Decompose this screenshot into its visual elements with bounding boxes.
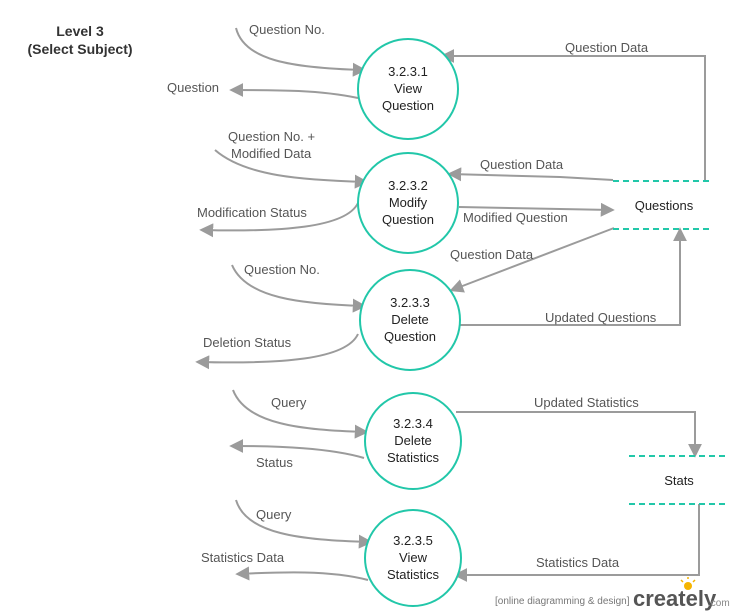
flow-p1-store-in (440, 49, 706, 182)
process-label-line1: Delete (394, 433, 432, 448)
diagram-title-line2: (Select Subject) (27, 41, 132, 57)
flow-p2-store-out (458, 202, 615, 217)
process-id: 3.2.3.5 (393, 533, 433, 548)
flow-p5-in (235, 499, 373, 549)
flow-label-p2-store-in: Question Data (480, 157, 564, 172)
process-id: 3.2.3.2 (388, 178, 428, 193)
flow-p3-in (231, 264, 367, 313)
process-label-line1: View (399, 550, 428, 565)
flow-p2-in (214, 149, 369, 189)
datastore-label: Stats (664, 473, 694, 488)
process-3-2-3-2[interactable]: 3.2.3.2 Modify Question (357, 152, 459, 254)
flow-label-p4-store-out: Updated Statistics (534, 395, 639, 410)
diagram-title-line1: Level 3 (56, 23, 104, 39)
flow-p4-in (232, 389, 369, 439)
brand-suffix: .com (708, 598, 730, 609)
process-label-line2: Question (382, 98, 434, 113)
flow-label-p3-out: Deletion Status (203, 335, 292, 350)
footer-tagline: [online diagramming & design] (495, 596, 630, 607)
flow-label-p2-out: Modification Status (197, 205, 307, 220)
flow-p5-store-in (453, 504, 700, 582)
flow-label-p1-store-in: Question Data (565, 40, 649, 55)
flow-label-p5-store-in: Statistics Data (536, 555, 620, 570)
flow-p1-in (235, 27, 367, 77)
flow-p3-out (195, 333, 359, 370)
flow-p2-store-in (447, 167, 614, 182)
process-label-line2: Question (384, 329, 436, 344)
process-label-line1: View (394, 81, 423, 96)
flow-p4-store-out (456, 411, 702, 458)
process-3-2-3-4[interactable]: 3.2.3.4 Delete Statistics (364, 392, 462, 490)
datastore-stats[interactable]: Stats (629, 455, 728, 505)
process-3-2-3-1[interactable]: 3.2.3.1 View Question (357, 38, 459, 140)
flow-label-p5-in: Query (256, 507, 292, 522)
flow-p2-out (199, 202, 359, 238)
flow-label-p2-in-line1: Question No. + (228, 129, 315, 144)
creately-logo[interactable]: creately .com (633, 577, 730, 611)
flow-label-p3-store-in: Question Data (450, 247, 534, 262)
process-label-line2: Question (382, 212, 434, 227)
brand-wordmark: creately (633, 586, 717, 611)
process-id: 3.2.3.1 (388, 64, 428, 79)
process-id: 3.2.3.3 (390, 295, 430, 310)
flow-p4-out (229, 439, 365, 459)
flow-label-p4-in: Query (271, 395, 307, 410)
datastore-questions[interactable]: Questions (613, 180, 712, 230)
datastore-label: Questions (635, 198, 694, 213)
flow-label-p5-out: Statistics Data (201, 550, 285, 565)
flow-label-p1-out: Question (167, 80, 219, 95)
process-label-line1: Modify (389, 195, 428, 210)
flow-p3-store-in (449, 227, 615, 293)
flow-p3-store-out (460, 227, 687, 326)
process-3-2-3-3[interactable]: 3.2.3.3 Delete Question (359, 269, 461, 371)
process-id: 3.2.3.4 (393, 416, 433, 431)
flow-p1-out (229, 83, 359, 99)
flow-label-p2-in-line2: Modified Data (231, 146, 312, 161)
process-3-2-3-5[interactable]: 3.2.3.5 View Statistics (364, 509, 462, 607)
process-label-line2: Statistics (387, 450, 440, 465)
flow-label-p3-in: Question No. (244, 262, 320, 277)
process-label-line1: Delete (391, 312, 429, 327)
flow-label-p2-store-out: Modified Question (463, 210, 568, 225)
flow-label-p3-store-out: Updated Questions (545, 310, 657, 325)
flow-label-p1-in: Question No. (249, 22, 325, 37)
process-label-line2: Statistics (387, 567, 440, 582)
flow-p5-out (235, 566, 369, 581)
flow-label-p4-out: Status (256, 455, 293, 470)
lightbulb-icon (680, 577, 696, 590)
